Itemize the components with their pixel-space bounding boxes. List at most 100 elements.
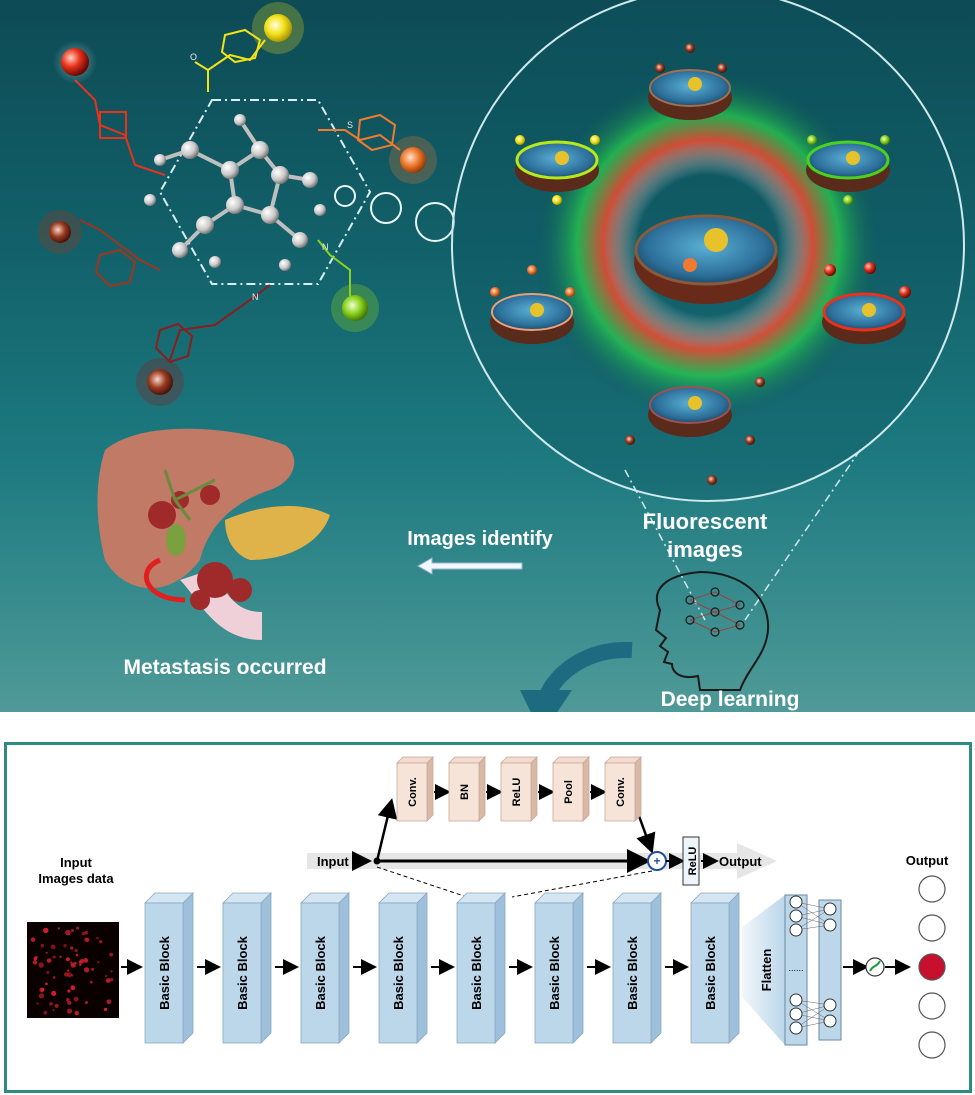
cell-speck — [65, 957, 70, 962]
residual-output-label: Output — [719, 854, 762, 869]
cell-speck — [52, 976, 56, 979]
flatten-neuron — [789, 923, 803, 937]
cell-speck — [32, 960, 38, 965]
output-layer — [918, 875, 946, 1059]
surrounding-cells — [490, 69, 906, 437]
images-identify-arrow — [416, 557, 523, 575]
cell-speck — [105, 978, 111, 983]
input-image-cells — [30, 926, 114, 1016]
input-images-label: Input Images data — [38, 855, 114, 886]
projection-line-left — [624, 469, 706, 621]
brain-network-head — [654, 570, 770, 691]
molecule-atoms — [144, 114, 326, 271]
cell-speck — [63, 943, 67, 948]
basic-block: Basic Block — [222, 892, 272, 1044]
cell-speck — [75, 926, 80, 930]
deep-learning-label: Deep learning — [660, 688, 800, 711]
basic-block-label: Basic Block — [157, 935, 172, 1009]
basic-block-chain: Basic Block Basic Block Basic Block Basic B… — [121, 892, 740, 1044]
cell-speck — [40, 943, 45, 948]
projection-line-right — [744, 449, 861, 621]
residual-block-label: Pool — [563, 780, 575, 804]
atom-labels: S N N O — [190, 52, 353, 302]
cell-speck — [67, 989, 71, 993]
flatten-ellipsis: ...... — [788, 963, 803, 973]
liver-metastasis-illustration — [97, 428, 330, 640]
cell-speck — [83, 958, 89, 963]
basic-block-label: Basic Block — [547, 935, 562, 1009]
cell-speck — [110, 970, 113, 973]
residual-block: BN — [448, 756, 486, 822]
cell-speck — [43, 1010, 48, 1015]
dense-neuron — [823, 918, 837, 932]
basic-block: Basic Block — [690, 892, 740, 1044]
residual-block-label: ReLU — [511, 778, 523, 807]
basic-block: Basic Block — [144, 892, 194, 1044]
dense-neuron — [823, 1014, 837, 1028]
cell-speck — [66, 972, 72, 978]
basic-block-label: Basic Block — [625, 935, 640, 1009]
residual-block: Conv. — [396, 756, 434, 822]
cell-speck — [97, 961, 100, 964]
output-node — [918, 875, 946, 903]
residual-block: Pool — [552, 756, 590, 822]
cell-speck — [45, 951, 48, 954]
cell-speck — [75, 953, 79, 957]
cell-speck — [33, 956, 38, 961]
graphical-abstract-panel: S N N O — [0, 0, 975, 712]
add-operator-label: + — [653, 854, 660, 868]
basic-block-label: Basic Block — [391, 935, 406, 1009]
cell-speck — [46, 970, 50, 975]
expansion-line-left — [376, 866, 468, 898]
flatten-neuron — [789, 993, 803, 1007]
cell-speck — [70, 962, 76, 968]
output-title: Output — [905, 853, 949, 868]
cell-speck — [110, 978, 114, 982]
cell-speck — [50, 944, 56, 950]
flatten-neuron — [789, 1007, 803, 1021]
output-node — [918, 992, 946, 1020]
residual-block-label: Conv. — [615, 777, 627, 807]
cell-speck — [36, 1002, 39, 1005]
cell-speck — [66, 997, 70, 1002]
cell-speck — [83, 967, 90, 973]
fluorophore-balls — [38, 2, 437, 406]
input-image-thumbnail — [27, 922, 119, 1018]
cell-speck — [73, 996, 79, 1002]
cell-speck — [38, 962, 44, 968]
expansion-line-right — [511, 870, 653, 898]
basic-block-label: Basic Block — [469, 935, 484, 1009]
residual-input-label: Input — [317, 854, 349, 869]
cell-speck — [89, 980, 93, 984]
cell-speck — [103, 1007, 108, 1012]
sulfonyl-label: S — [347, 120, 353, 130]
output-node — [918, 1031, 946, 1059]
pyridinium-label: N — [252, 292, 259, 302]
cell-speck — [49, 1001, 53, 1006]
basic-block-label: Basic Block — [313, 935, 328, 1009]
cell-speck — [51, 990, 57, 997]
dense-neuron — [823, 902, 837, 916]
relu-box — [682, 836, 700, 886]
abstract-illustration: S N N O — [38, 0, 965, 712]
cell-speck — [109, 952, 114, 957]
dense-neuron — [823, 998, 837, 1012]
fluorescent-images-label: Fluorescent images — [642, 509, 768, 562]
flatten-neuron — [789, 1021, 803, 1035]
images-identify-label: Images identify — [407, 528, 553, 550]
network-architecture-panel: Conv. BN ReLU Pool Conv. + ReLU Output Input… — [4, 742, 972, 1093]
cell-speck — [104, 974, 108, 978]
flatten-neuron — [789, 909, 803, 923]
cell-speck — [57, 927, 60, 930]
basic-block: Basic Block — [378, 892, 428, 1044]
cell-speck — [70, 929, 75, 933]
cell-speck — [30, 937, 36, 942]
metastasis-occurred-label: Metastasis occurred — [123, 656, 327, 679]
residual-block: ReLU — [500, 756, 538, 822]
ester-oxygen-label: O — [190, 52, 197, 62]
cell-speck — [70, 985, 76, 991]
output-node-active — [918, 953, 946, 981]
relu-label: ReLU — [687, 847, 699, 876]
cell-speck — [65, 929, 71, 936]
basic-block: Basic Block — [300, 892, 350, 1044]
